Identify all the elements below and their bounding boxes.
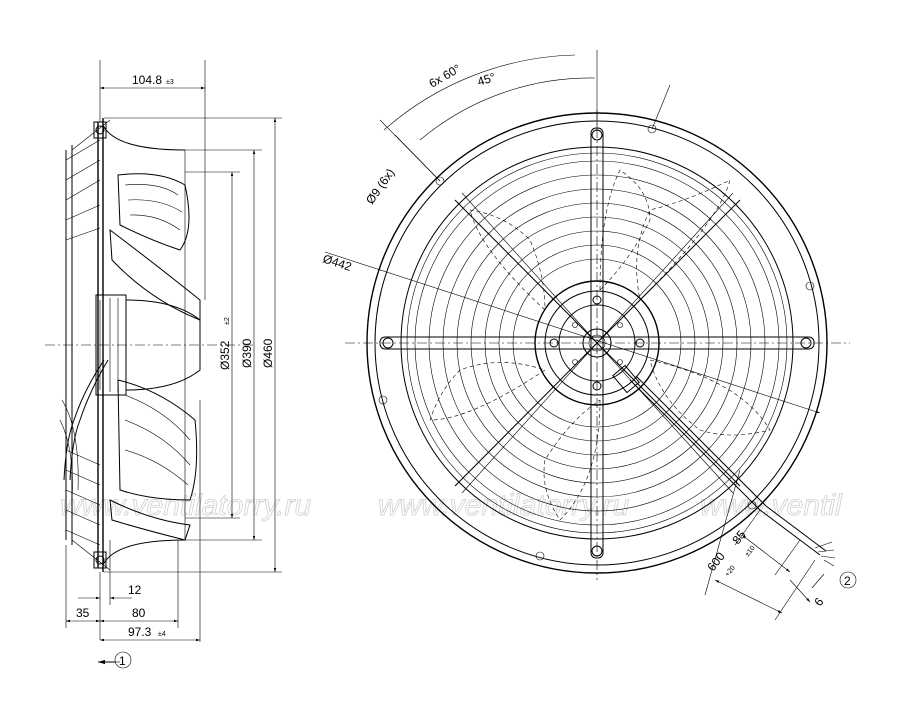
venturi-bottom-curve: [102, 539, 186, 566]
dim-352-tol: ±2: [224, 317, 231, 325]
dim-depth-top-label: 104.8: [132, 73, 162, 87]
cable-gland: [612, 364, 640, 394]
angle-arc-60: [383, 54, 576, 131]
dim-352-label: Ø352: [218, 340, 232, 370]
ext-cable-d: [774, 559, 816, 621]
dim-6-label: 6: [811, 595, 826, 609]
mount-bolt-head-top: [95, 125, 105, 135]
motor-cover: [558, 304, 636, 382]
dim-85-tol: ±10: [744, 545, 757, 559]
mount-bolt-head-bottom: [95, 555, 105, 565]
dim-85-label: 85: [729, 527, 748, 546]
dim-97-label: 97.3: [128, 625, 152, 639]
watermark-group: www.ventilatorry.ru www.ventilatorry.ru …: [60, 489, 844, 523]
ring-holes: [378, 124, 815, 561]
cable-wires: [814, 541, 836, 567]
dim-holes-angle-label: 6x 60°: [427, 61, 464, 90]
watermark-text-middle: www.ventilatorry.ru: [378, 489, 629, 522]
dim-depth-top-tol: ±3: [166, 79, 174, 86]
dim-600-tol: +20: [724, 564, 737, 578]
leader-holes: [394, 134, 441, 182]
guard-rings: [414, 160, 780, 526]
ext-cable-a: [734, 509, 761, 546]
venturi-ring-inner: [406, 152, 788, 534]
dim-442-label: Ø442: [321, 252, 354, 274]
dim-line-6-a: [789, 579, 811, 603]
cable-side-2: [63, 359, 105, 481]
dim-12-label: 12: [128, 583, 142, 597]
motor-screws: [549, 295, 645, 391]
callout-2-label: 2: [844, 574, 851, 588]
dim-460-label: Ø460: [261, 338, 275, 368]
dim-390-label: Ø390: [240, 338, 254, 368]
side-view: 104.8 ±3 Ø352 ±2 Ø390 Ø460 12 35 80 97.3…: [45, 60, 282, 669]
blades-side: [59, 173, 201, 541]
motor-rotor: [125, 299, 201, 391]
venturi-top-curve: [102, 124, 186, 151]
dim-line-600: [714, 579, 783, 614]
angle-arc-45: [419, 77, 596, 141]
dim-97-tol: ±4: [158, 631, 166, 638]
callout-1-circle: [114, 651, 132, 669]
dim-holes-label: Ø9 (6x): [363, 166, 397, 207]
dim-line-6-b: [811, 573, 825, 589]
motor-center: [582, 328, 612, 358]
ext-cable-c: [704, 469, 741, 596]
motor-housing: [544, 290, 650, 396]
dim-45-label: 45°: [476, 70, 498, 89]
guard-spokes: [379, 127, 815, 559]
callout-2-circle: [839, 571, 857, 589]
angle-ext-hole-2: [651, 84, 671, 130]
dim-35-label: 35: [76, 606, 90, 620]
callout-1-label: 1: [119, 654, 126, 668]
watermark-text-left: www.ventilatorry.ru: [60, 489, 311, 522]
watermark-text-right: www.ventil: [700, 489, 843, 522]
cable-front-2: [635, 375, 827, 552]
motor-body: [95, 294, 127, 396]
blades-front: [429, 169, 771, 521]
leader-442: [324, 251, 821, 414]
front-view: 6x 60° 45° Ø9 (6x) Ø442 85 ±10 600 +20 6…: [321, 50, 857, 621]
dim-80-label: 80: [132, 606, 146, 620]
dim-line-85: [741, 534, 791, 573]
motor-outer: [534, 280, 660, 406]
cable-side: [69, 359, 109, 481]
dim-600-label: 600: [704, 549, 728, 574]
venturi-ring: [400, 146, 794, 540]
